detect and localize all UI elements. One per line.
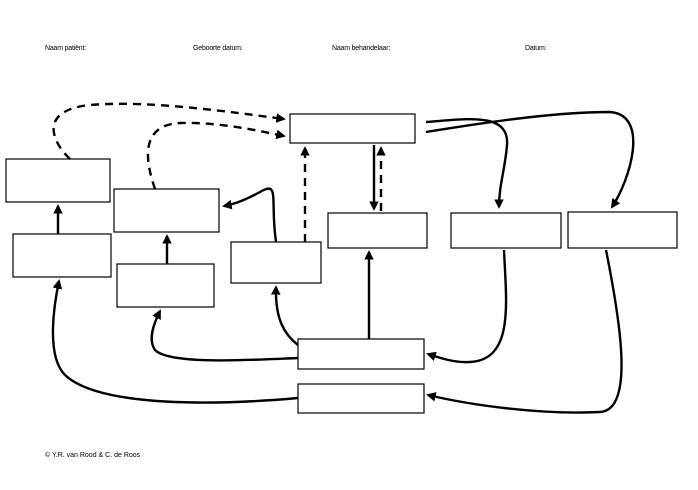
box-center[interactable] xyxy=(327,212,428,249)
arrow-bottom-lower-to-left-lower xyxy=(51,279,299,404)
box-bottom-upper[interactable] xyxy=(297,338,425,370)
box-second-lower[interactable] xyxy=(116,263,215,308)
patient-name-label: Naam patiënt: xyxy=(45,45,86,52)
box-top-center[interactable] xyxy=(289,113,416,144)
box-right-2[interactable] xyxy=(567,211,678,249)
box-right-1[interactable] xyxy=(450,212,562,249)
date-label: Datum: xyxy=(525,45,547,52)
arrow-third-to-second-upper xyxy=(222,187,278,243)
arrow-bottom-upper-to-third xyxy=(270,285,299,346)
box-bottom-lower[interactable] xyxy=(297,383,425,414)
box-left-lower[interactable] xyxy=(12,233,112,278)
box-left-upper[interactable] xyxy=(5,158,111,203)
arrow-top-to-right-2 xyxy=(425,110,635,209)
dashed-arrow-second-upper-to-top xyxy=(146,121,286,190)
copyright-text: © Y.R. van Rood & C. de Roos xyxy=(45,452,141,459)
dashed-arrow-left-upper-to-top xyxy=(52,102,286,160)
box-third[interactable] xyxy=(230,241,322,284)
therapist-name-label: Naam behandelaar: xyxy=(332,45,391,52)
arrow-right-2-to-bottom-lower xyxy=(426,249,623,414)
arrow-right-1-to-bottom-upper xyxy=(426,249,508,364)
birthdate-label: Geboorte datum: xyxy=(193,45,243,52)
arrow-top-to-right-1 xyxy=(425,117,509,209)
box-second-upper[interactable] xyxy=(113,188,220,233)
arrow-bottom-upper-to-second-lower xyxy=(150,309,299,362)
